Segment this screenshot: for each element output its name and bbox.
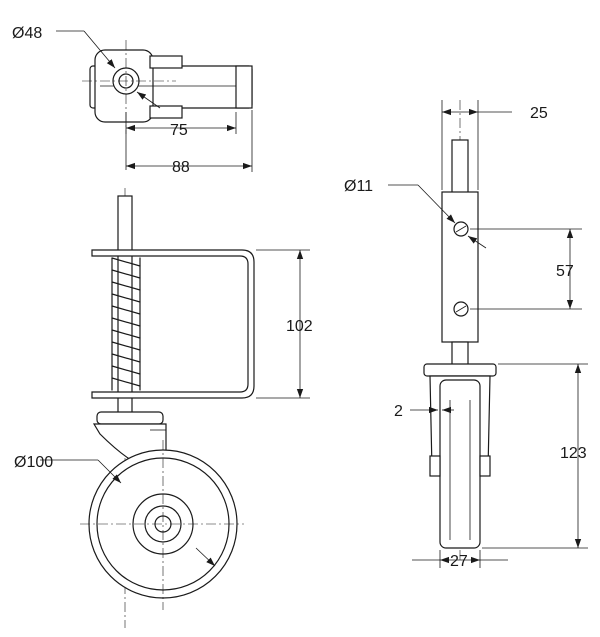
dim-side-gap: 2	[394, 403, 403, 420]
side-view-tube	[441, 191, 479, 343]
dim-front-bracket-height: 102	[286, 318, 313, 335]
side-view-spindle-top	[451, 139, 469, 196]
dim-side-hole-spacing: 57	[556, 263, 574, 280]
side-view	[388, 100, 588, 568]
side-view-axle-left	[429, 455, 441, 477]
side-view-swivel-plate	[423, 363, 497, 377]
front-view-swivel-plate	[96, 411, 164, 425]
top-view-plate-end	[235, 65, 253, 109]
front-view	[40, 188, 310, 628]
top-view-bracket-bottom	[149, 105, 183, 119]
dim-top-bracket-width: 75	[170, 122, 188, 139]
side-view-axle-right	[479, 455, 491, 477]
side-view-spindle-bottom	[451, 341, 469, 368]
top-view	[56, 30, 253, 172]
dim-side-wheel-height: 123	[560, 445, 587, 462]
front-view-bracket	[91, 249, 255, 399]
top-view-bracket-top	[149, 55, 183, 69]
dim-front-wheel-diameter: Ø100	[14, 454, 53, 471]
dim-top-overall-width: 88	[172, 159, 190, 176]
dim-side-wheel-width: 27	[450, 553, 468, 570]
dim-top-wheel-diameter: Ø48	[12, 25, 42, 42]
front-view-spring	[111, 257, 141, 387]
dim-side-tube-width: 25	[530, 105, 548, 122]
side-view-wheel	[439, 379, 481, 549]
dim-side-hole-diameter: Ø11	[344, 178, 373, 195]
front-view-spindle	[117, 195, 133, 419]
